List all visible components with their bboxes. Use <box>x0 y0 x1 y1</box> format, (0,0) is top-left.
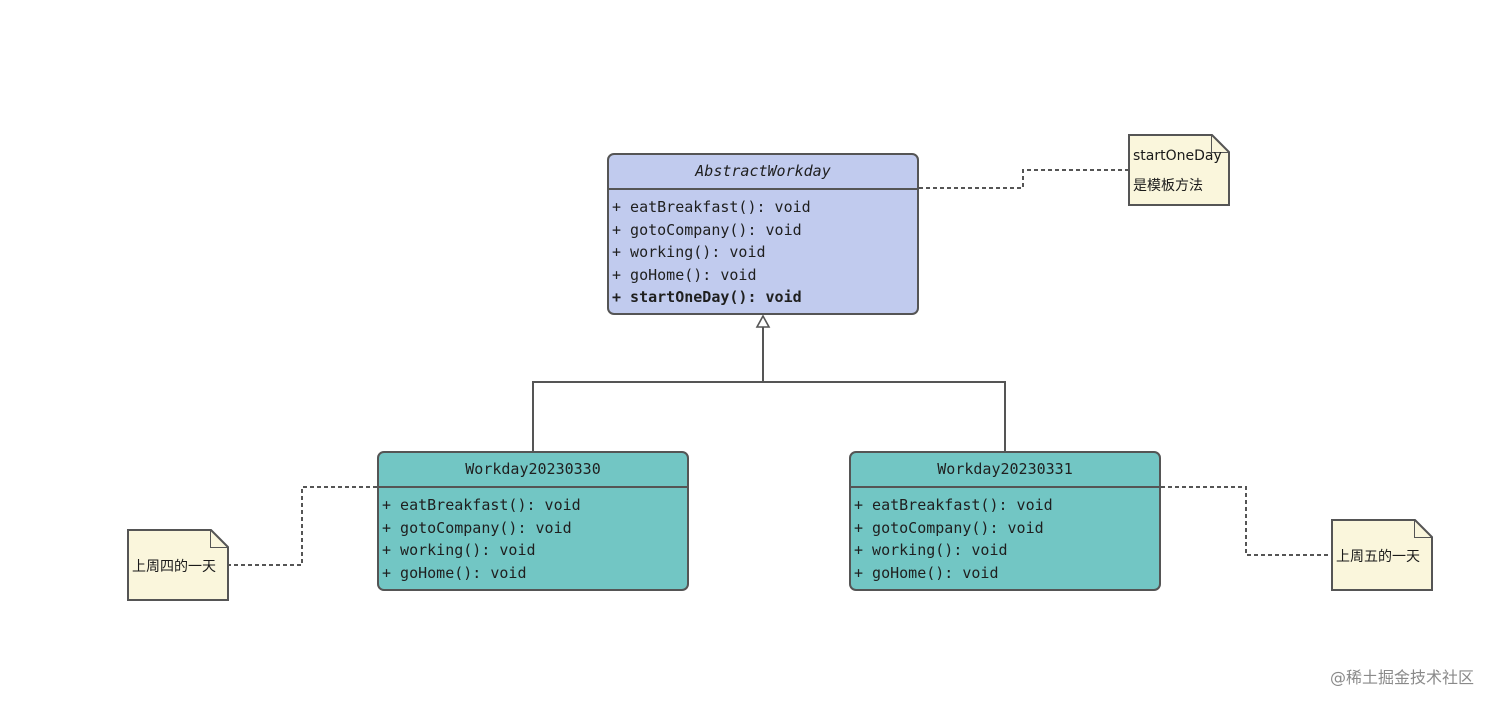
class-name: Workday20230330 <box>379 453 687 488</box>
method-item: + gotoCompany(): void <box>382 518 572 537</box>
method-list: + eatBreakfast(): void + gotoCompany(): … <box>379 488 687 584</box>
note-text-line2: 是模板方法 <box>1133 178 1203 194</box>
note-text-line1: startOneDay <box>1133 148 1222 164</box>
note-fold-icon <box>1414 519 1433 538</box>
subclass-right-box[interactable]: Workday20230331 + eatBreakfast(): void +… <box>849 451 1161 591</box>
note-link-template <box>919 169 1128 189</box>
inheritance-arrowhead <box>755 314 771 328</box>
class-name: Workday20230331 <box>851 453 1159 488</box>
class-name: AbstractWorkday <box>609 155 917 190</box>
method-item: + eatBreakfast(): void <box>612 198 811 216</box>
method-item-template: + startOneDay(): void <box>612 288 802 307</box>
inheritance-line-right <box>763 381 1006 452</box>
note-template-method[interactable]: startOneDay 是模板方法 <box>1128 134 1230 206</box>
note-link-friday <box>1161 486 1331 556</box>
inheritance-line-left <box>532 327 764 452</box>
method-item: + working(): void <box>854 541 1008 560</box>
method-item: + eatBreakfast(): void <box>382 496 581 514</box>
abstract-class-box[interactable]: AbstractWorkday + eatBreakfast(): void +… <box>607 153 919 315</box>
method-item: + working(): void <box>612 243 766 262</box>
method-list: + eatBreakfast(): void + gotoCompany(): … <box>851 488 1159 584</box>
method-item: + gotoCompany(): void <box>854 518 1044 537</box>
note-text: 上周四的一天 <box>132 559 216 575</box>
method-item: + goHome(): void <box>612 265 757 284</box>
note-thursday[interactable]: 上周四的一天 <box>127 529 229 601</box>
method-item: + eatBreakfast(): void <box>854 496 1053 514</box>
note-friday[interactable]: 上周五的一天 <box>1331 519 1433 591</box>
watermark: @稀土掘金技术社区 <box>1330 668 1475 687</box>
method-item: + goHome(): void <box>854 563 999 582</box>
method-item: + goHome(): void <box>382 563 527 582</box>
method-list: + eatBreakfast(): void + gotoCompany(): … <box>609 190 917 309</box>
note-fold-icon <box>210 529 229 548</box>
note-text: 上周五的一天 <box>1336 549 1420 565</box>
method-item: + gotoCompany(): void <box>612 220 802 239</box>
method-item: + working(): void <box>382 541 536 560</box>
subclass-left-box[interactable]: Workday20230330 + eatBreakfast(): void +… <box>377 451 689 591</box>
note-link-thursday <box>229 486 377 566</box>
note-fold-icon <box>1211 134 1230 153</box>
